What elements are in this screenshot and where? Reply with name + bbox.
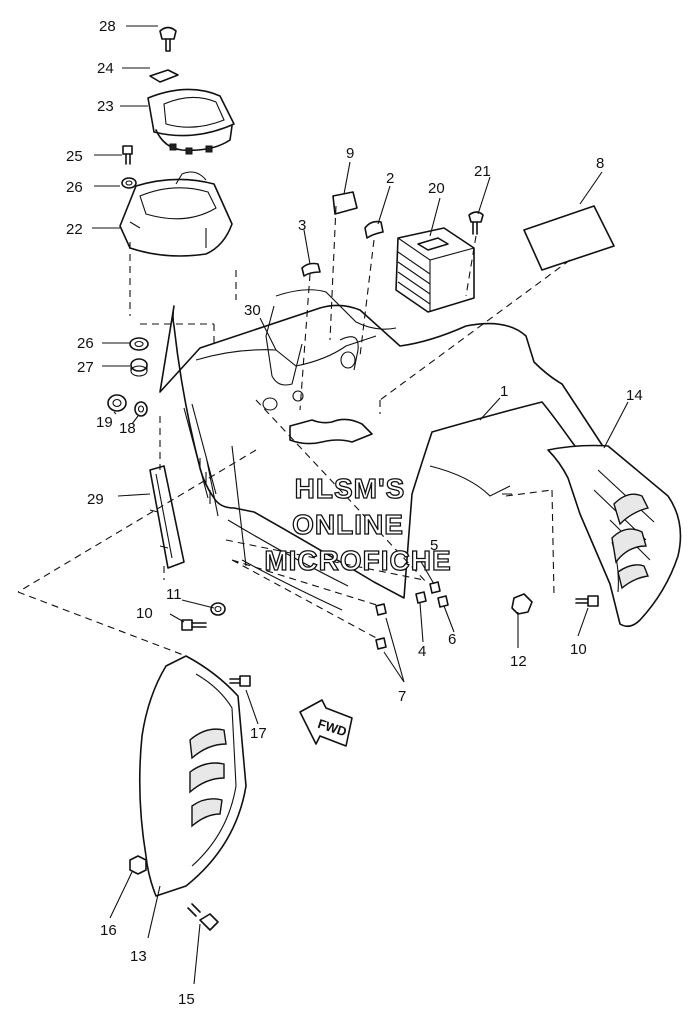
callout-14: 14: [626, 387, 643, 404]
part-7-clip-b: [375, 637, 387, 650]
part-10-bolt-left: [181, 619, 207, 631]
part-23-cap: [147, 88, 235, 155]
part-26-washer-upper: [121, 177, 137, 189]
callout-21: 21: [474, 163, 491, 180]
part-22-holder: [119, 171, 233, 257]
part-11-grommet: [210, 602, 226, 616]
part-25-bolt: [122, 145, 133, 165]
callout-18: 18: [119, 420, 136, 437]
part-18-washer: [134, 401, 148, 417]
callout-20: 20: [428, 180, 445, 197]
part-16-nut: [129, 855, 147, 875]
part-8-label: [523, 205, 615, 271]
callout-30: 30: [244, 302, 261, 319]
part-15-bolt: [187, 903, 219, 931]
callout-26: 26: [66, 179, 83, 196]
callout-5: 5: [430, 537, 438, 554]
part-6-clip: [437, 595, 449, 608]
watermark: HLSM'S ONLINE MICROFICHE: [264, 472, 452, 576]
part-5-clip: [429, 581, 441, 594]
part-13-side-panel-left: [138, 655, 247, 897]
callout-labels: 28 24 23 25 26 22 9 2 21 20 8 3 30 26 27…: [66, 18, 643, 1008]
callout-10-right: 10: [570, 641, 587, 658]
part-3-pad: [301, 262, 321, 277]
callout-13: 13: [130, 948, 147, 965]
callout-26-lower: 26: [77, 335, 94, 352]
callout-1: 1: [500, 383, 508, 400]
part-4-clip: [415, 591, 427, 604]
callout-15: 15: [178, 991, 195, 1008]
part-10-bolt-right: [575, 595, 599, 607]
part-2-pad: [364, 220, 384, 239]
part-14-side-panel-right: [547, 444, 682, 628]
part-28-screw: [159, 26, 177, 52]
callout-24: 24: [97, 60, 114, 77]
callout-23: 23: [97, 98, 114, 115]
callout-16: 16: [100, 922, 117, 939]
leader-lines: [17, 25, 629, 985]
svg-text:MICROFICHE: MICROFICHE: [264, 545, 451, 576]
part-24-plate: [149, 69, 179, 83]
part-26-washer-lower: [129, 337, 149, 351]
part-20-box: [395, 227, 475, 313]
callout-11: 11: [166, 586, 182, 603]
part-12-nut: [511, 593, 533, 615]
part-1-front-fender: [159, 289, 625, 611]
callout-6: 6: [448, 631, 456, 648]
callout-25: 25: [66, 148, 83, 165]
part-7-clip-a: [375, 603, 387, 616]
part-27-collar: [130, 358, 148, 377]
part-21-screw: [468, 211, 484, 235]
callout-22: 22: [66, 221, 83, 238]
callout-28: 28: [99, 18, 116, 35]
callout-7: 7: [398, 688, 406, 705]
callout-10-left: 10: [136, 605, 153, 622]
fwd-arrow: FWD: [299, 699, 353, 747]
svg-text:HLSM'S: HLSM'S: [295, 473, 406, 504]
part-29-rail: [149, 465, 185, 569]
callout-29: 29: [87, 491, 104, 508]
callout-19: 19: [96, 414, 113, 431]
callout-17: 17: [250, 725, 267, 742]
callout-3: 3: [298, 217, 306, 234]
part-17-bolt: [229, 675, 251, 687]
callout-12: 12: [510, 653, 527, 670]
callout-27: 27: [77, 359, 94, 376]
callout-8: 8: [596, 155, 604, 172]
callout-9: 9: [346, 145, 354, 162]
svg-text:ONLINE: ONLINE: [292, 509, 404, 540]
callout-2: 2: [386, 170, 394, 187]
part-9-pad: [332, 191, 358, 215]
callout-4: 4: [418, 643, 426, 660]
part-19-nut: [107, 394, 127, 412]
